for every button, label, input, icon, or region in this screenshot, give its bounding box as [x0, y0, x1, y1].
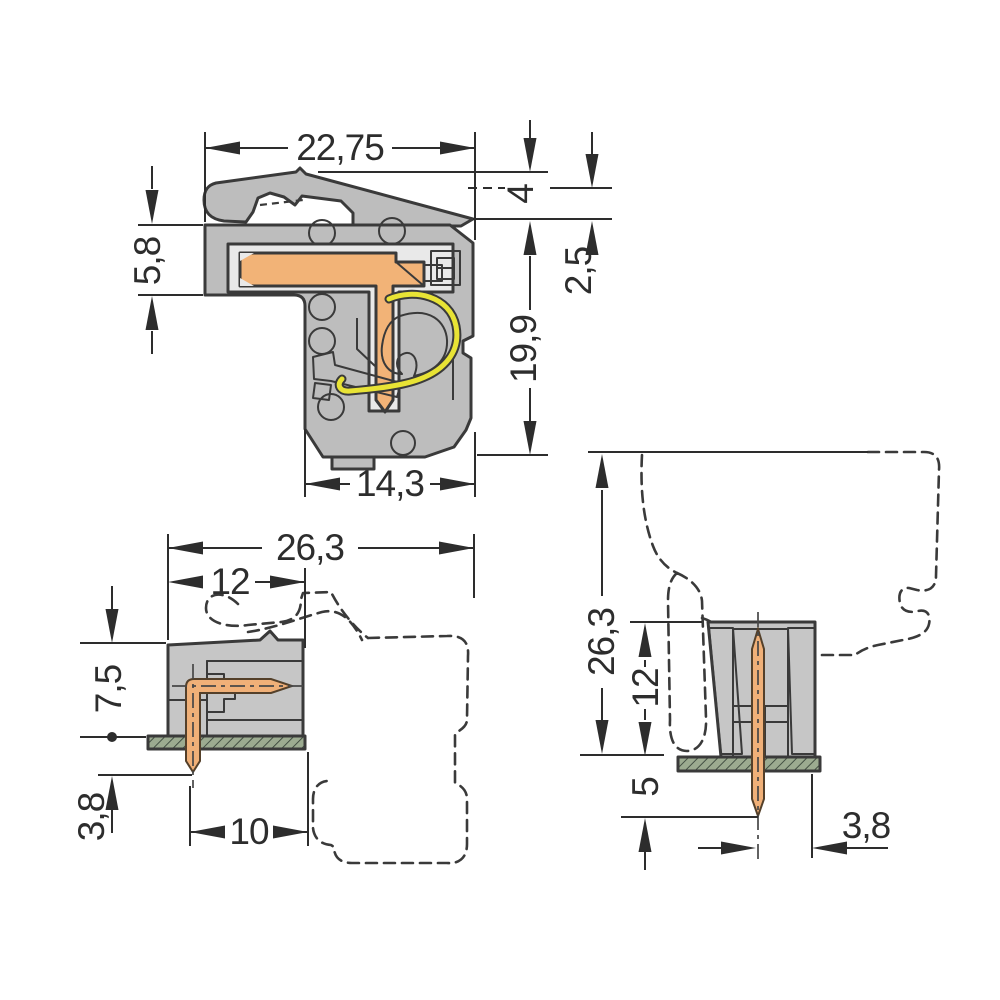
dim-latch-clearance: 2,5: [558, 132, 599, 295]
dim-label-insertion-depth: 12: [210, 561, 249, 602]
dim-front-width: 14,3: [304, 429, 476, 504]
pcb: [146, 734, 307, 751]
plug-outline-inner: [246, 609, 364, 642]
funnel-taper: [240, 253, 254, 261]
clamp-mechanism: [312, 289, 462, 401]
busbar-copper: [238, 251, 426, 414]
mech-lever: [312, 351, 402, 398]
clamp-detail: [430, 250, 461, 286]
dim-label-pin-protrusion: 3,8: [71, 793, 112, 841]
dim-pin-to-edge: 3,8: [698, 774, 891, 858]
dim-label-height-above-pcb: 7,5: [88, 664, 129, 713]
dim-label-body-height: 19,9: [503, 315, 544, 383]
busbar-stub: [423, 264, 443, 282]
dim-label-latch-height: 4: [500, 184, 541, 204]
mech-lever-small: [312, 382, 332, 401]
busbar-edge: [395, 261, 425, 287]
dim-insertion-depth: 12: [168, 561, 306, 648]
plug-outline-latch: [204, 590, 370, 640]
plug-front-loop: [666, 571, 708, 753]
front-wall-hatch-left: [708, 627, 743, 755]
mech-partition: [356, 318, 376, 367]
plug-latch: [202, 166, 475, 228]
dim-total-height: 26,3: [580, 451, 868, 756]
latch-shape: [202, 166, 475, 228]
front-wall-hatch-right: [787, 627, 816, 755]
dim-label-pin-to-edge: 3,8: [842, 805, 890, 846]
dim-latch-height: 4: [318, 120, 612, 255]
dim-label-header-height: 12: [625, 668, 666, 707]
cavity-step-hatch: [206, 673, 236, 713]
busbar: [238, 251, 443, 414]
view-header-side-section: 26,3 12 7,5 3,8: [71, 527, 475, 865]
dim-height-above-pcb: 7,5: [80, 586, 166, 742]
dim-total-width: 22,75: [204, 127, 476, 240]
solder-pin-front: [751, 612, 765, 862]
plug-front-left-descent: [640, 453, 679, 575]
dim-pin-protrusion: 3,8: [71, 774, 192, 841]
plug-foot: [330, 455, 376, 471]
body-hole: [390, 430, 416, 456]
view-plug-side-section: 22,75 4 2,5 19,9: [127, 120, 612, 504]
cage-clamp-spring: [336, 291, 460, 394]
view-header-front-section: 26,3 12 5 3,8: [580, 450, 941, 870]
dim-label-total-height: 26,3: [581, 608, 622, 676]
plug-outline-body: [311, 634, 470, 865]
spring-window: [380, 311, 449, 377]
dim-label-total-width: 22,75: [296, 127, 384, 168]
mating-plug-outline: [204, 590, 470, 865]
plug-front-top-right: [816, 450, 941, 657]
dim-body-height: 19,9: [477, 256, 548, 456]
dim-label-latch-clearance: 2,5: [558, 246, 599, 295]
solder-pin: [172, 664, 308, 788]
dim-wire-entry-height: 5,8: [127, 166, 203, 354]
dim-total-depth: 26,3: [167, 527, 475, 640]
clamp-outer: [430, 250, 461, 286]
body-hole: [308, 293, 336, 321]
body-hole: [317, 393, 345, 421]
dim-label-pin-length: 10: [229, 811, 269, 852]
dim-label-front-width: 14,3: [356, 463, 424, 504]
dim-header-height: 12: [625, 621, 702, 756]
dim-pin-length: 10: [189, 752, 309, 852]
dim-label-total-depth: 26,3: [276, 527, 344, 568]
dim-pin-below-pcb: 5: [621, 777, 758, 870]
dim-dot: [107, 732, 117, 742]
dim-label-pin-below-pcb: 5: [625, 777, 666, 797]
dim-label-wire-entry-height: 5,8: [127, 237, 168, 285]
funnel-taper: [240, 278, 254, 286]
latch-hidden-edge: [259, 198, 304, 207]
pcb-front: [676, 755, 822, 773]
